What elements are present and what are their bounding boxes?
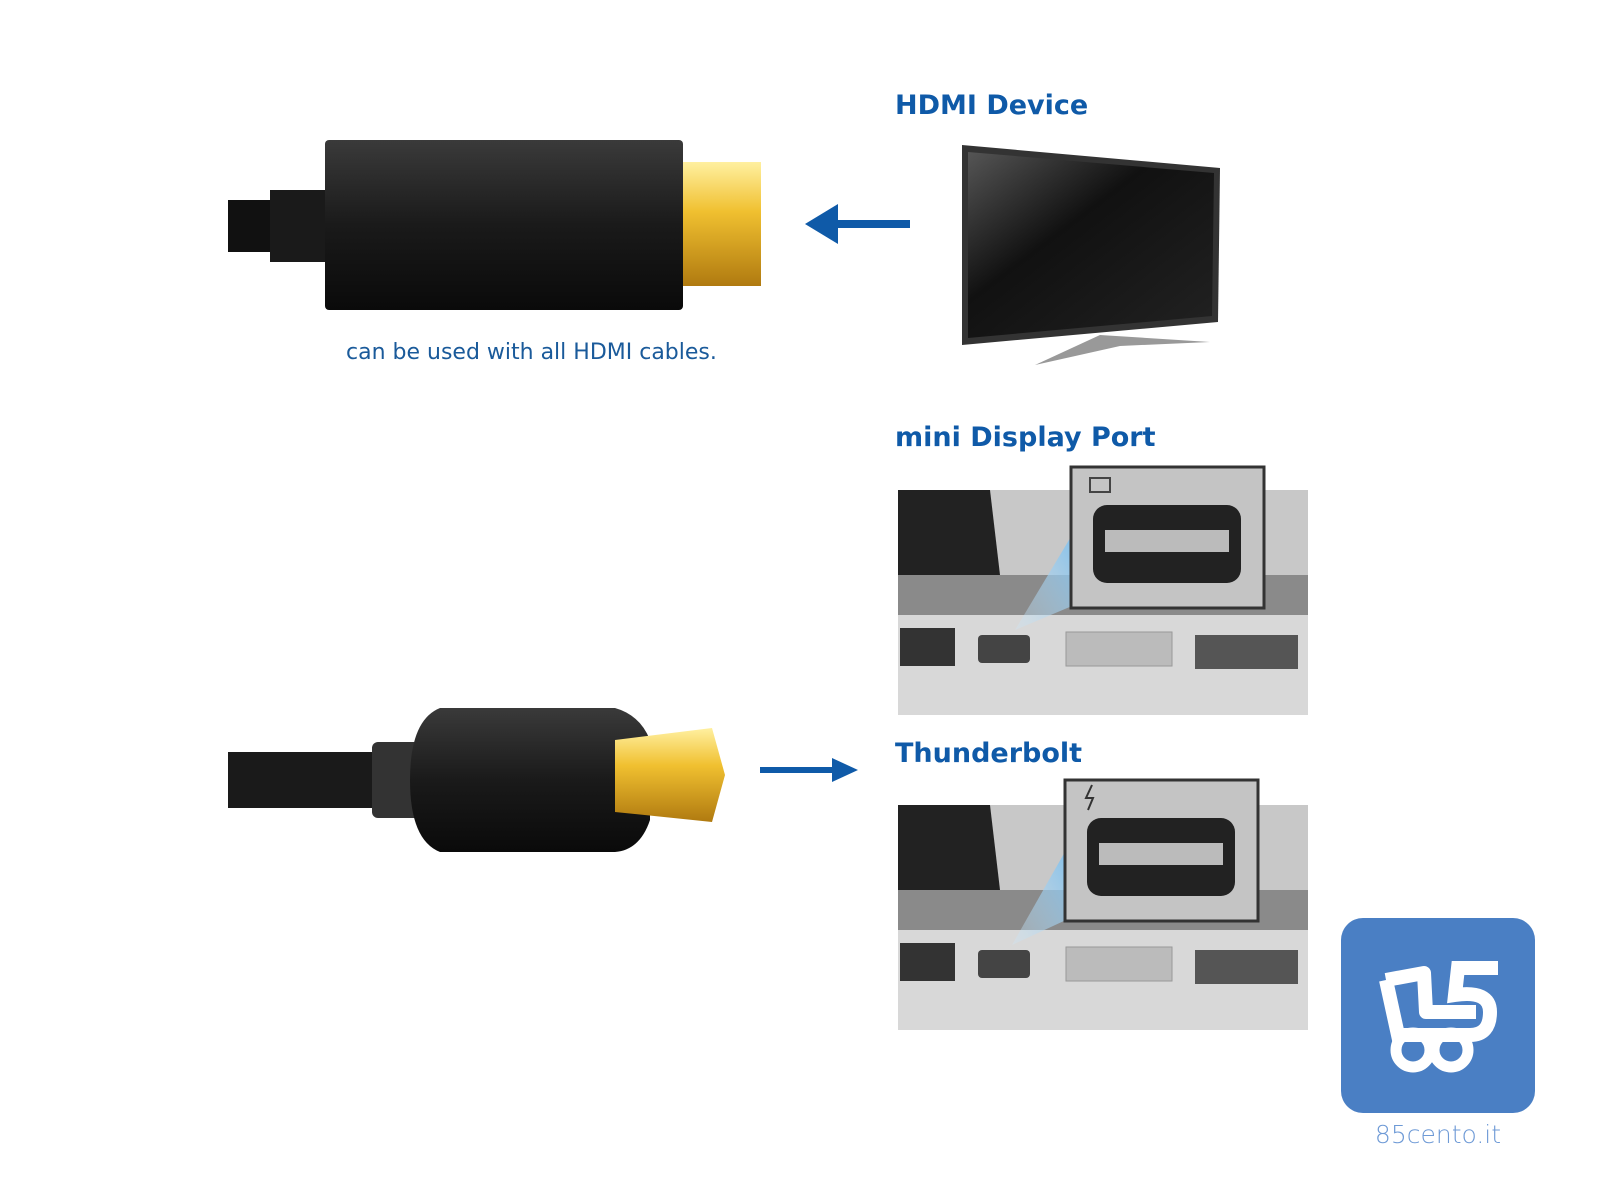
hdmi-connector-icon xyxy=(228,140,761,310)
hdmi-device-label: HDMI Device xyxy=(895,90,1089,121)
hdmi-caption: can be used with all HDMI cables. xyxy=(346,340,717,365)
mini-display-port-label: mini Display Port xyxy=(895,422,1156,453)
tv-icon xyxy=(962,145,1220,365)
thunderbolt-label: Thunderbolt xyxy=(895,738,1083,769)
cart-logo-icon xyxy=(1341,918,1535,1113)
laptop-port-displayport-icon xyxy=(898,465,1308,715)
arrow-right-icon xyxy=(760,758,858,782)
watermark-text: 85cento.it xyxy=(1374,1120,1502,1149)
laptop-port-thunderbolt-icon xyxy=(898,778,1308,1030)
arrow-left-icon xyxy=(805,204,910,244)
mini-displayport-connector-icon xyxy=(228,708,725,852)
